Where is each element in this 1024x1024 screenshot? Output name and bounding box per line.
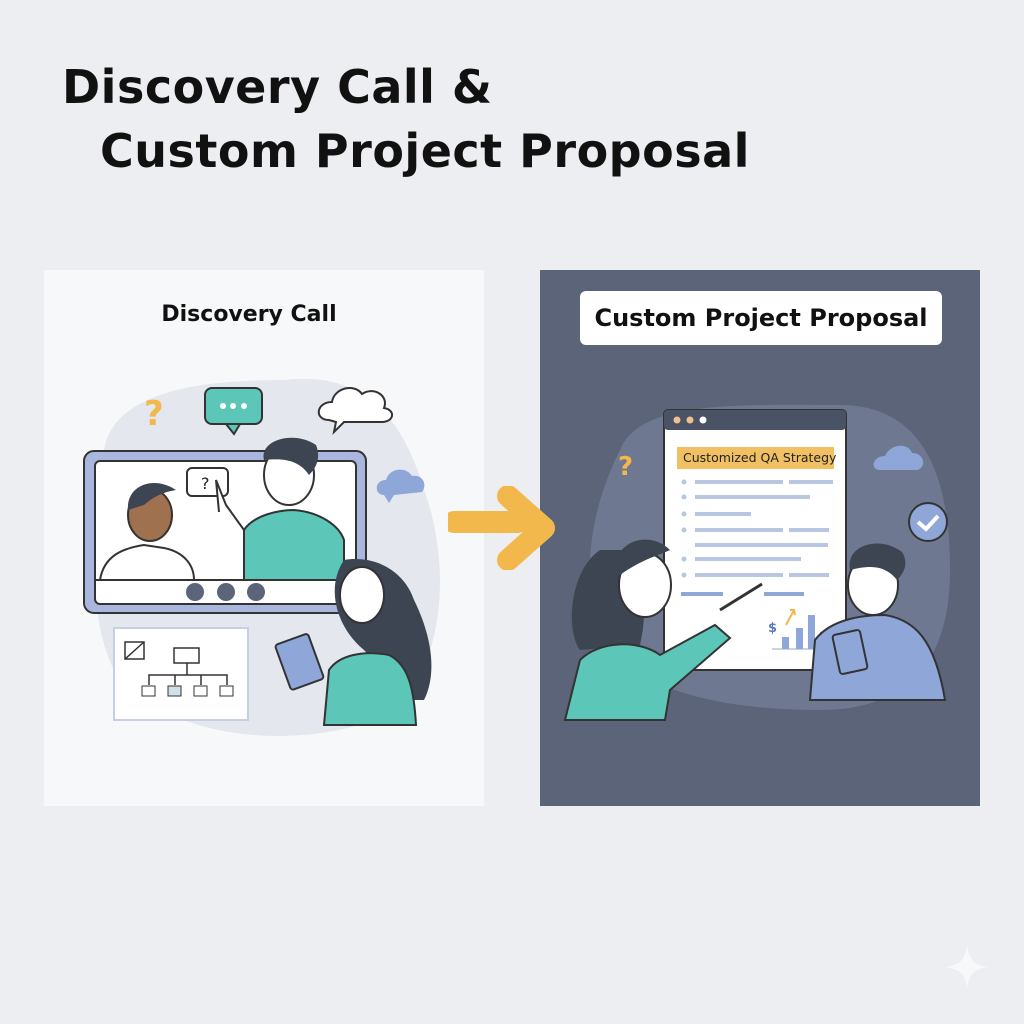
sparkle-icon <box>945 945 989 989</box>
proposal-title: Custom Project Proposal <box>594 304 928 332</box>
discovery-call-panel: ? ? ? Discovery Call <box>44 270 484 806</box>
end-call-button-icon <box>247 583 265 601</box>
man-with-clipboard <box>808 543 947 701</box>
page-title-line2: Custom Project Proposal <box>100 124 750 178</box>
org-chart-window <box>113 627 249 721</box>
thought-cloud-icon <box>317 387 393 436</box>
chat-bubble-icon <box>204 387 263 436</box>
custom-project-proposal-panel: ? $ Custom Project Proposal Customized Q… <box>540 270 980 806</box>
checkmark-bubble-icon <box>908 502 948 542</box>
person-on-call-right <box>215 437 345 581</box>
document-heading: Customized QA Strategy <box>677 447 836 469</box>
discovery-call-illustration: ? ? ? <box>83 378 440 736</box>
arrow-right-icon <box>448 486 555 570</box>
page-title-line1: Discovery Call & <box>62 60 493 114</box>
blue-cloud-icon <box>873 445 924 470</box>
svg-text:?: ? <box>144 394 164 434</box>
proposal-illustration: ? $ <box>563 404 950 721</box>
woman-with-tablet <box>274 559 432 726</box>
document-lines <box>681 479 833 596</box>
document-window: $ <box>663 409 847 671</box>
woman-presenting <box>563 539 763 721</box>
discovery-call-title: Discovery Call <box>161 302 337 327</box>
blue-cloud-icon <box>376 469 425 503</box>
orange-question-icon: ? <box>618 452 633 482</box>
person-on-call-left <box>98 482 196 581</box>
floating-question-text: ? <box>618 452 633 482</box>
mic-button-icon <box>186 583 204 601</box>
proposal-title-box: Custom Project Proposal <box>580 291 942 345</box>
video-button-icon <box>217 583 235 601</box>
orange-question-icon: ? <box>144 394 164 434</box>
question-mark-text: ? <box>201 474 210 493</box>
dollar-sign-text: $ <box>768 621 777 636</box>
question-bubble-icon: ? <box>186 467 229 497</box>
